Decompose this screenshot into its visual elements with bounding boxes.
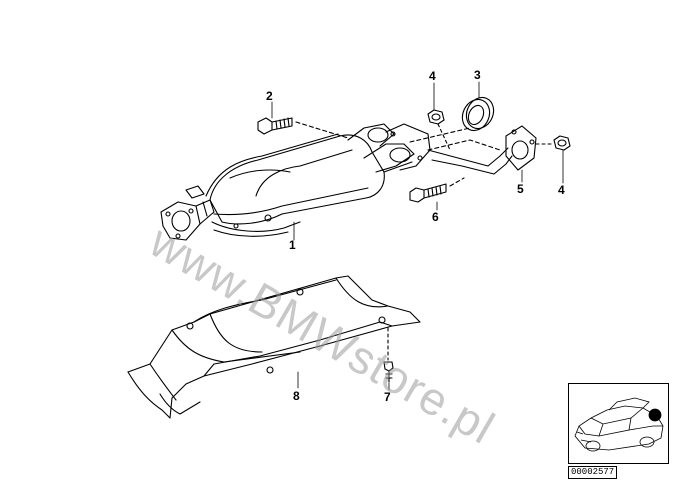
callout-4-right: 4	[558, 183, 565, 197]
vehicle-location-thumbnail	[568, 383, 669, 464]
callout-1: 1	[289, 238, 296, 252]
callout-8: 8	[293, 389, 300, 403]
callout-3: 3	[474, 68, 481, 82]
callout-4-top: 4	[429, 69, 436, 83]
car-outline-icon	[574, 397, 664, 452]
screw	[383, 327, 394, 383]
callout-7: 7	[384, 390, 391, 404]
bolts	[257, 117, 465, 203]
pipe-and-flange	[409, 96, 571, 175]
heat-shield	[127, 275, 421, 419]
leader-lines	[271, 81, 564, 391]
diagram-reference-number: 00002577	[568, 466, 618, 479]
location-marker-icon	[648, 408, 662, 422]
callout-5: 5	[517, 182, 524, 196]
callout-2: 2	[266, 89, 273, 103]
callout-6: 6	[432, 210, 439, 224]
catalytic-converter	[160, 123, 431, 241]
